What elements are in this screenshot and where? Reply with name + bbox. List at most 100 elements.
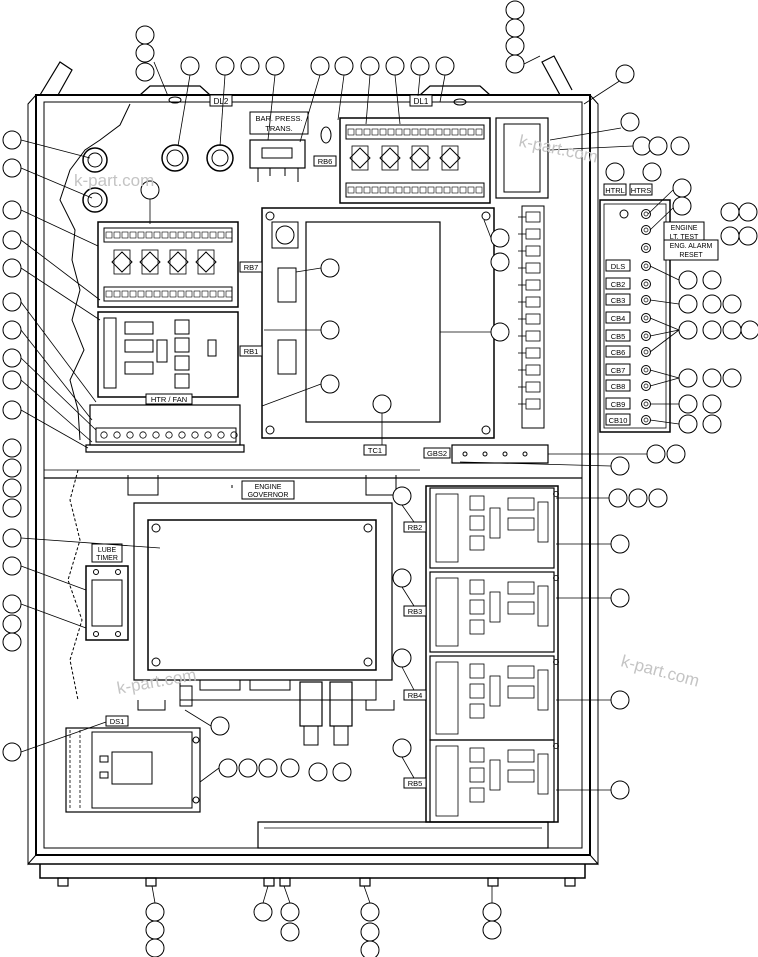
terminal-cell	[137, 290, 145, 298]
ic-chip	[489, 675, 501, 707]
cb-switch-center	[643, 401, 649, 407]
callout-balloon	[2, 632, 22, 652]
terminal-cell	[371, 186, 379, 194]
controller-tc1	[261, 207, 495, 439]
mount-screw	[553, 575, 559, 581]
terminal-cell	[225, 290, 233, 298]
relay	[469, 619, 485, 635]
cb-switch	[641, 209, 651, 219]
callout-balloon	[678, 320, 698, 340]
callout-balloon	[2, 130, 22, 150]
relay-module	[507, 581, 535, 595]
callout-balloon	[702, 320, 722, 340]
terminal-cell	[209, 231, 217, 239]
leader-line	[20, 139, 91, 159]
terminal-cell	[153, 290, 161, 298]
relay	[469, 535, 485, 551]
callout-balloon	[740, 320, 758, 340]
terminal-cell	[419, 128, 427, 136]
callout-balloon	[2, 292, 22, 312]
watermark-1: k-part.com	[74, 171, 154, 190]
terminal-screw	[139, 431, 147, 439]
terminal-cell	[403, 128, 411, 136]
leader-line	[20, 379, 93, 443]
terminal-cell	[121, 290, 129, 298]
callout-balloon	[702, 414, 722, 434]
terminal-cell	[193, 231, 201, 239]
callout-balloon	[2, 614, 22, 634]
terminal-screw	[165, 431, 173, 439]
callout-balloon	[610, 690, 630, 710]
callout-balloon	[253, 902, 273, 922]
terminal-screw	[178, 431, 186, 439]
cb-label: CB2	[611, 280, 626, 289]
board-connector	[435, 745, 459, 817]
leader-line	[283, 885, 291, 904]
leader-line	[647, 189, 674, 215]
mount-screw	[553, 743, 559, 749]
leader-line	[649, 329, 680, 353]
callout-balloon	[610, 534, 630, 554]
terminal-cell	[185, 290, 193, 298]
leader-line	[549, 145, 634, 151]
callout-balloon	[238, 758, 258, 778]
callout-balloon	[410, 56, 430, 76]
callout-balloon	[722, 294, 742, 314]
terminal-cell	[145, 290, 153, 298]
leader-line	[20, 239, 101, 301]
terminal-cell	[217, 231, 225, 239]
callout-balloon	[2, 258, 22, 278]
barometric-pressure-transducer	[249, 139, 306, 182]
relay	[469, 767, 485, 783]
leader-line	[394, 74, 401, 125]
relay-board	[429, 571, 555, 653]
cb-switch-center	[643, 383, 649, 389]
cb-label: CB6	[611, 348, 626, 357]
leader-line	[267, 74, 276, 141]
leader-line	[219, 74, 226, 147]
callout-balloon	[505, 0, 525, 20]
callout-balloon	[215, 56, 235, 76]
callout-balloon	[702, 294, 722, 314]
dls-label: DLS	[611, 262, 626, 271]
callout-balloon	[240, 56, 260, 76]
callout-balloon	[608, 488, 628, 508]
leader-line	[401, 504, 415, 523]
relay-symbol	[349, 147, 371, 169]
relay-socket	[411, 145, 429, 171]
callout-balloon	[678, 394, 698, 414]
terminal-cell	[169, 290, 177, 298]
leader-line	[649, 207, 674, 231]
leader-line	[184, 709, 212, 727]
relay-module	[507, 497, 535, 511]
terminal-cell	[411, 186, 419, 194]
leader-line	[20, 565, 87, 591]
cb-label: CB10	[609, 416, 628, 425]
cb-switch-center	[643, 297, 649, 303]
relay	[469, 495, 485, 511]
terminal-screw	[113, 431, 121, 439]
callout-balloon	[610, 780, 630, 800]
terminal-cell	[193, 290, 201, 298]
terminal-cell	[355, 128, 363, 136]
callout-balloon	[145, 920, 165, 940]
relay	[469, 579, 485, 595]
engine-governor-label-1: ENGINE	[255, 484, 282, 491]
terminal-cell	[379, 186, 387, 194]
terminal-cell	[105, 290, 113, 298]
callout-balloon	[145, 938, 165, 957]
callout-balloon	[2, 320, 22, 340]
cb-switch-center	[643, 245, 649, 251]
db-connector	[537, 585, 549, 627]
callout-balloon	[210, 716, 230, 736]
terminal-block-upper-right	[495, 117, 549, 429]
terminal-cell	[177, 290, 185, 298]
callout-balloon	[678, 270, 698, 290]
callout-balloon	[505, 54, 525, 74]
rb6-label: RB6	[318, 157, 333, 166]
callout-balloon	[360, 56, 380, 76]
terminal-screw	[230, 431, 238, 439]
gbs2-label: GBS2	[427, 449, 447, 458]
